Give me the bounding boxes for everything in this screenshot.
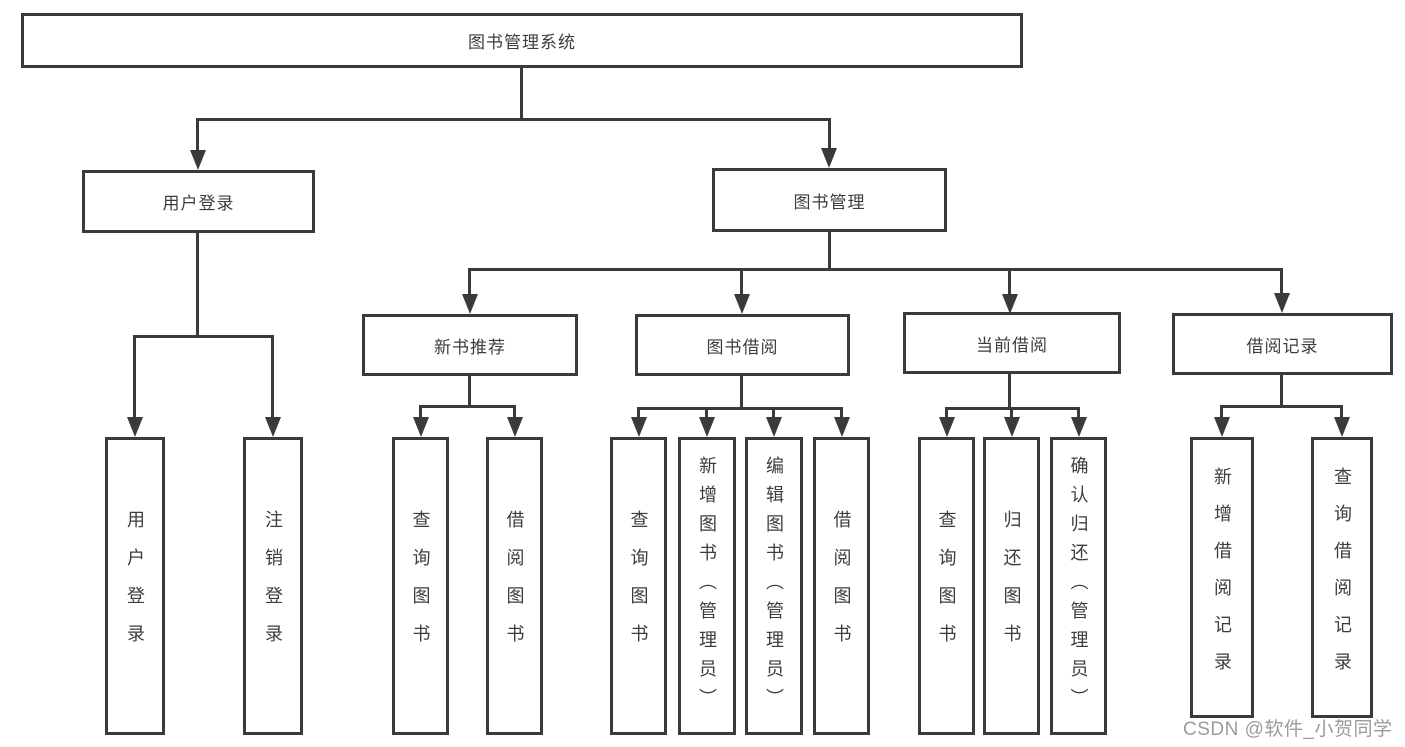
leaf-borrow-books: 借阅图书 [813,437,870,735]
connector-line [1220,405,1343,408]
leaf-edit-books-admin: 编辑图书（管理员） [745,437,803,735]
csdn-watermark: CSDN @软件_小贺同学 [1183,719,1393,740]
node-new-book-recommendation: 新书推荐 [362,314,578,376]
leaf-label: 归还图书 [1001,510,1022,662]
connector-line [740,376,743,409]
connector-line [828,232,831,270]
connector-line [196,118,831,121]
connector-line [513,405,516,419]
leaf-logout: 注销登录 [243,437,303,735]
connector-line [419,405,422,419]
connector-line [468,268,1283,271]
arrow-down-icon [190,150,206,170]
connector-line [637,407,843,410]
node-borrowing-records: 借阅记录 [1172,313,1393,375]
leaf-label: 新增图书（管理员） [697,455,717,717]
leaf-label: 查询图书 [628,510,649,662]
connector-line [1008,268,1011,296]
connector-line [196,233,199,337]
node-label: 图书借阅 [706,337,779,357]
connector-line [828,118,831,150]
arrow-down-icon [631,417,647,437]
leaf-user-login: 用户登录 [105,437,165,735]
leaf-label: 用户登录 [125,510,145,662]
node-label: 新书推荐 [434,337,506,357]
arrow-down-icon [939,417,955,437]
leaf-label: 查询借阅记录 [1332,466,1352,689]
arrow-down-icon [1334,417,1350,437]
leaf-query-books-borrow: 查询图书 [610,437,667,735]
arrow-down-icon [413,417,429,437]
leaf-label: 编辑图书（管理员） [764,455,784,717]
leaf-return-books: 归还图书 [983,437,1040,735]
connector-line [468,376,471,407]
arrow-down-icon [462,294,478,314]
connector-line [1340,405,1343,419]
connector-line [705,407,708,419]
leaf-label: 确认归还（管理员） [1068,455,1089,717]
connector-line [133,335,136,419]
arrow-down-icon [127,417,143,437]
leaf-label: 借阅图书 [504,510,525,662]
arrow-down-icon [507,417,523,437]
connector-line [637,407,640,419]
connector-line [196,118,199,152]
arrow-down-icon [699,417,715,437]
arrow-down-icon [734,294,750,314]
connector-line [945,407,948,419]
connector-line [1220,405,1223,419]
node-label: 当前借阅 [976,335,1048,355]
leaf-label: 查询图书 [936,510,957,662]
node-label: 图书管理系统 [468,33,576,52]
connector-line [1077,407,1080,419]
leaf-label: 注销登录 [263,510,283,662]
node-current-borrowing: 当前借阅 [903,312,1121,374]
node-label: 借阅记录 [1246,336,1319,356]
node-book-management: 图书管理 [712,168,947,232]
connector-line [419,405,516,408]
connector-line [520,68,523,121]
node-library-management-system: 图书管理系统 [21,13,1023,68]
leaf-add-books-admin: 新增图书（管理员） [678,437,736,735]
node-label: 图书管理 [793,192,866,212]
leaf-borrow-books-recommend: 借阅图书 [486,437,543,735]
arrow-down-icon [1004,417,1020,437]
leaf-label: 新增借阅记录 [1212,466,1232,689]
arrow-down-icon [821,148,837,168]
leaf-label: 借阅图书 [831,510,852,662]
connector-line [840,407,843,419]
leaf-query-books-recommend: 查询图书 [392,437,449,735]
leaf-query-books-current: 查询图书 [918,437,975,735]
leaf-query-borrow-record: 查询借阅记录 [1311,437,1373,718]
arrow-down-icon [1071,417,1087,437]
arrow-down-icon [1274,293,1290,313]
arrow-down-icon [1214,417,1230,437]
connector-line [1280,268,1283,295]
leaf-label: 查询图书 [410,510,431,662]
leaf-confirm-return-admin: 确认归还（管理员） [1050,437,1107,735]
node-label: 用户登录 [162,194,235,213]
connector-line [1008,374,1011,409]
node-book-borrowing: 图书借阅 [635,314,850,376]
connector-line [1280,375,1283,407]
arrow-down-icon [265,417,281,437]
connector-line [740,268,743,296]
node-user-login: 用户登录 [82,170,315,233]
connector-line [271,335,274,419]
arrow-down-icon [766,417,782,437]
connector-line [772,407,775,419]
connector-line [1010,407,1013,419]
connector-line [468,268,471,296]
leaf-add-borrow-record: 新增借阅记录 [1190,437,1254,718]
connector-line [133,335,274,338]
arrow-down-icon [1002,294,1018,314]
arrow-down-icon [834,417,850,437]
